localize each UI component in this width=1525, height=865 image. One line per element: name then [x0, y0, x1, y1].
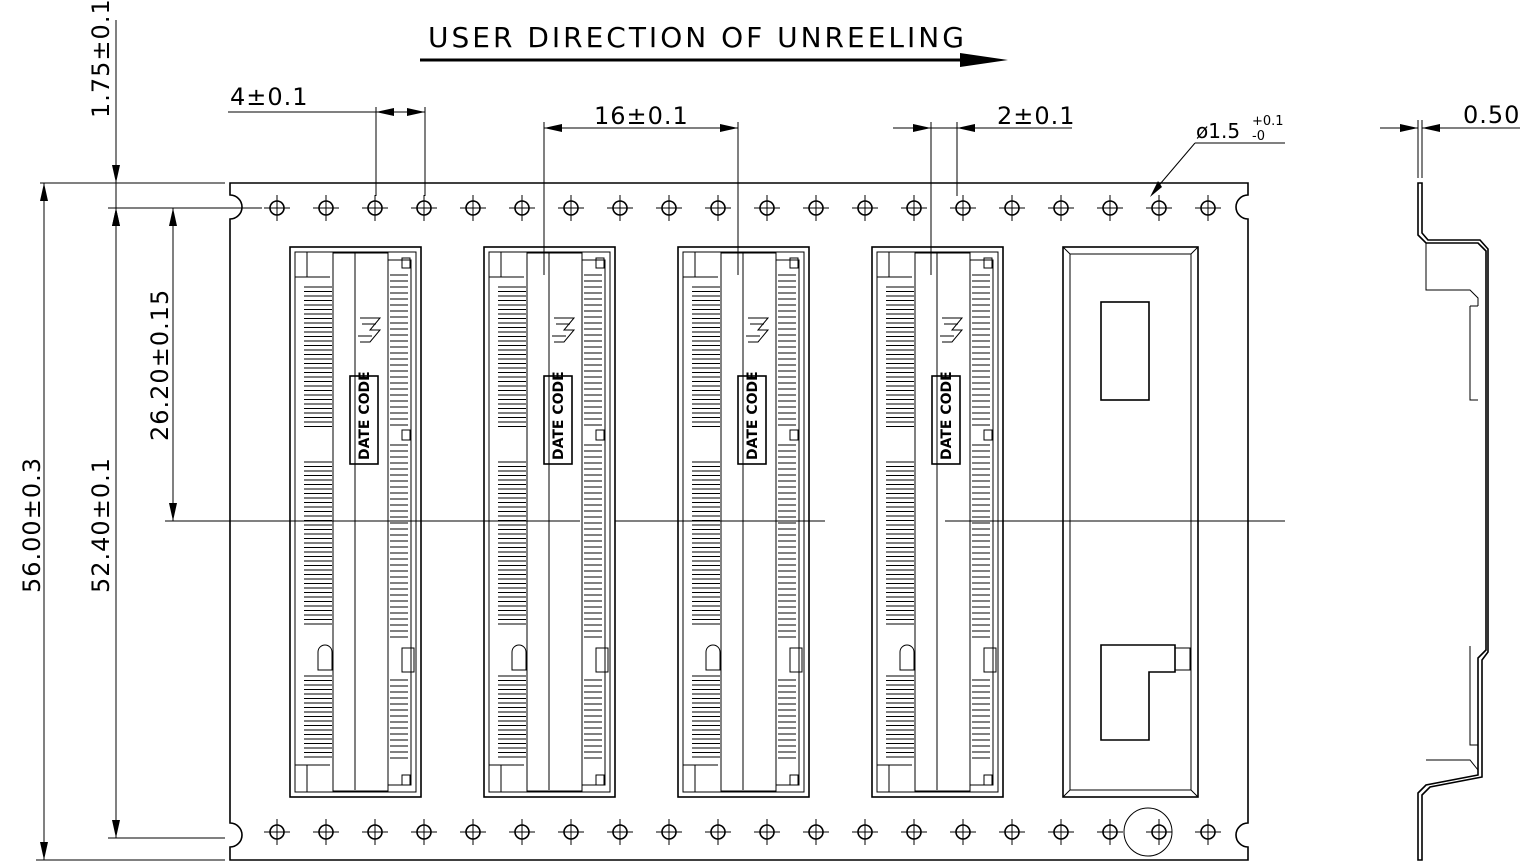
sprocket-hole [1097, 195, 1123, 221]
dim-hole-pitch-text: 4±0.1 [230, 83, 309, 111]
sprocket-hole [999, 819, 1025, 845]
sprocket-hole [411, 819, 437, 845]
sprocket-hole [460, 195, 486, 221]
dim-thickness: 0.50 [1380, 101, 1520, 178]
sprocket-hole [607, 819, 633, 845]
dim-half-width: 26.20±0.15 [146, 208, 177, 521]
logo-icon [746, 317, 770, 343]
dim-tape-width: 56.00±0.3 [18, 183, 225, 861]
sprocket-hole [705, 195, 731, 221]
date-code-label: DATE CODE [939, 371, 955, 460]
dim-hole-span-text: 52.40±0.1 [87, 457, 115, 593]
connector-component: DATE CODE [871, 246, 1004, 798]
date-code-label: DATE CODE [551, 371, 567, 460]
logo-icon [552, 317, 576, 343]
dim-hole-pitch: 4±0.1 [228, 83, 426, 196]
logo-icon [940, 317, 964, 343]
sprocket-hole [362, 195, 388, 221]
sprocket-hole [1048, 195, 1074, 221]
sprocket-hole [313, 819, 339, 845]
dim-hole-offset-text: 2±0.1 [997, 102, 1076, 130]
dim-part-pitch-text: 16±0.1 [594, 102, 689, 130]
dim-tape-width-text: 56.00±0.3 [18, 457, 46, 593]
sprocket-hole [901, 195, 927, 221]
dim-top-offset: 1.75±0.1 [87, 0, 120, 226]
dim-thickness-text: 0.50 [1463, 101, 1520, 129]
sprocket-hole [754, 819, 780, 845]
dim-hole-diameter: ø1.5 +0.1 -0 [1150, 114, 1285, 197]
side-view [1417, 182, 1489, 861]
sprocket-hole [313, 195, 339, 221]
sprocket-hole [656, 819, 682, 845]
sprocket-hole [705, 819, 731, 845]
sprocket-hole [509, 819, 535, 845]
dim-hole-span: 52.40±0.1 [87, 208, 225, 839]
sprocket-hole [1146, 819, 1172, 845]
sprocket-hole [803, 819, 829, 845]
dim-half-width-text: 26.20±0.15 [146, 289, 174, 441]
sprocket-hole [950, 195, 976, 221]
connector-component: DATE CODE [289, 246, 422, 798]
empty-pocket [1062, 246, 1199, 798]
sprocket-hole [558, 819, 584, 845]
sprocket-hole [460, 819, 486, 845]
date-code-label: DATE CODE [357, 371, 373, 460]
dim-part-pitch: 16±0.1 [543, 102, 739, 275]
sprocket-hole [411, 195, 437, 221]
dim-hole-diameter-tol-plus: +0.1 [1252, 114, 1284, 129]
sprocket-hole [1097, 819, 1123, 845]
sprocket-holes-bottom [264, 819, 1221, 845]
sprocket-holes-top [264, 195, 1221, 221]
sprocket-hole [656, 195, 682, 221]
sprocket-hole [1048, 819, 1074, 845]
sprocket-hole [558, 195, 584, 221]
dim-hole-diameter-tol-minus: -0 [1252, 129, 1265, 144]
date-code-label: DATE CODE [745, 371, 761, 460]
sprocket-hole [950, 819, 976, 845]
sprocket-hole [1146, 195, 1172, 221]
sprocket-hole [1195, 819, 1221, 845]
dim-top-offset-text: 1.75±0.1 [87, 0, 115, 118]
components-group: DATE CODE DATE CODE DATE CODE DATE CODE [289, 246, 1004, 798]
direction-arrow [420, 53, 1008, 67]
sprocket-hole [852, 195, 878, 221]
sprocket-hole [264, 819, 290, 845]
sprocket-hole [852, 819, 878, 845]
sprocket-hole [509, 195, 535, 221]
sprocket-hole [362, 819, 388, 845]
dim-hole-diameter-text: ø1.5 [1196, 119, 1240, 143]
connector-component: DATE CODE [677, 246, 810, 798]
sprocket-hole [999, 195, 1025, 221]
sprocket-hole [754, 195, 780, 221]
sprocket-hole [901, 819, 927, 845]
title-text: USER DIRECTION OF UNREELING [428, 21, 967, 54]
detail-circle [1123, 807, 1173, 857]
sprocket-hole [264, 195, 290, 221]
carrier-tape-outline [229, 182, 1249, 861]
logo-icon [358, 317, 382, 343]
sprocket-hole [1195, 195, 1221, 221]
dim-hole-offset: 2±0.1 [893, 102, 1076, 275]
connector-component: DATE CODE [483, 246, 616, 798]
sprocket-hole [803, 195, 829, 221]
sprocket-hole [607, 195, 633, 221]
